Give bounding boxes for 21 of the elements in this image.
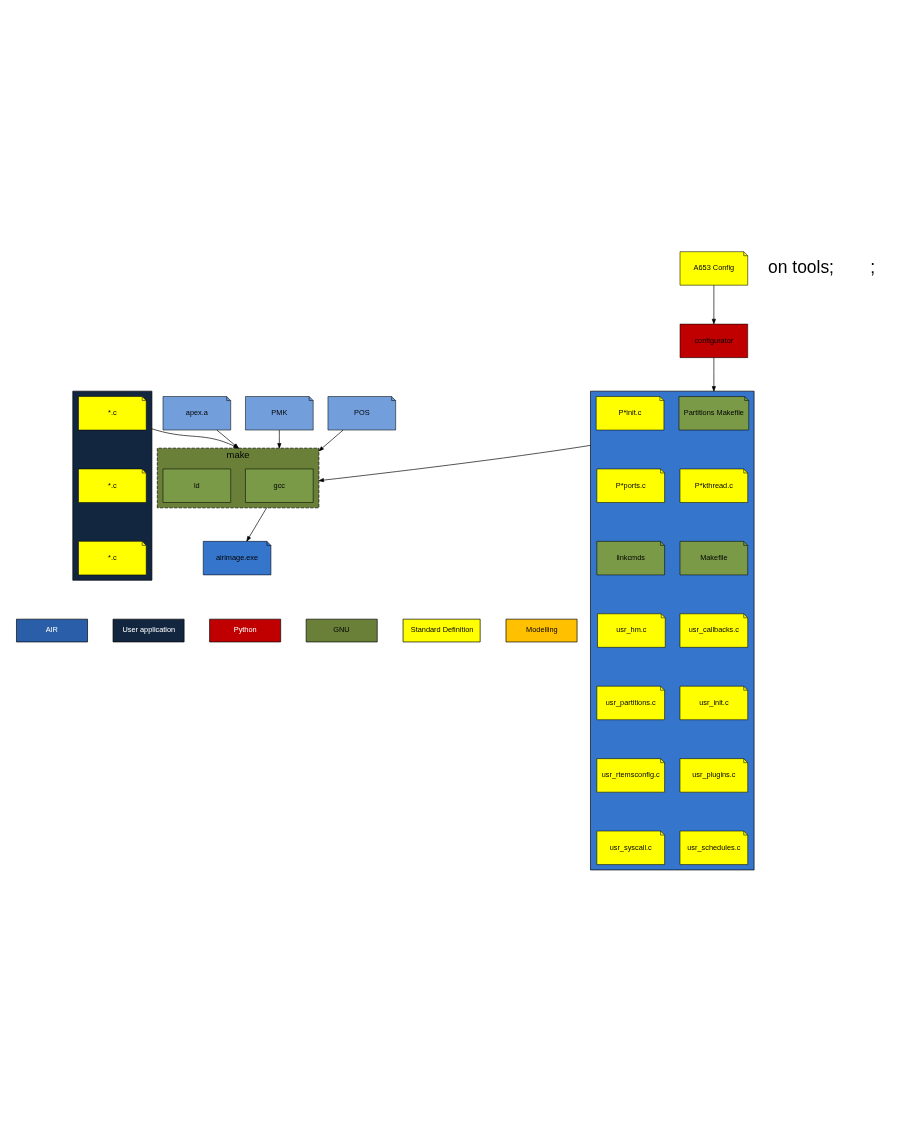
- arrow: [277, 429, 282, 448]
- legend-label: Python: [233, 624, 257, 634]
- legend-label: User application: [122, 624, 176, 634]
- node-box: configurator: [679, 323, 748, 358]
- legend-label: Standard Definition: [410, 624, 474, 634]
- arrow: [151, 428, 239, 448]
- cluster: [72, 390, 153, 581]
- legend-label: GNU: [333, 624, 350, 634]
- arrow: [711, 356, 716, 391]
- legend-label: AIR: [45, 624, 58, 634]
- node-box: gcc: [245, 468, 314, 503]
- arrow: [318, 429, 344, 451]
- label: ;: [870, 256, 876, 277]
- legend-label: Modelling: [526, 624, 558, 634]
- arrow: [216, 429, 239, 448]
- arrow: [246, 507, 267, 541]
- arrow: [318, 444, 591, 482]
- arrow: [711, 284, 716, 324]
- cluster: [590, 390, 755, 870]
- node-box: ld: [162, 468, 231, 503]
- label: on tools;: [768, 256, 834, 277]
